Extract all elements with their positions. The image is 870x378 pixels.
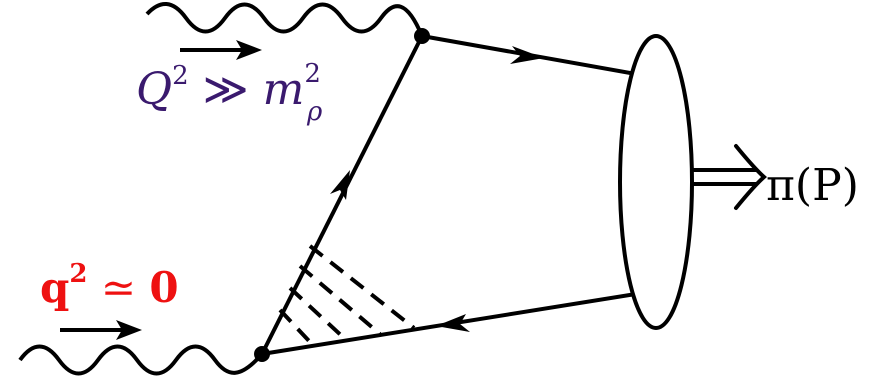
upper-momentum-arrow-icon (180, 40, 262, 60)
lower-photon-wavy-line (18, 344, 264, 376)
pion-label: π(P) (766, 160, 859, 211)
upper-photon-wavy-line (145, 2, 424, 37)
vertex-top (414, 28, 430, 44)
top-line-arrow-icon (510, 46, 544, 64)
pion-blob (618, 34, 694, 330)
diagonal-arrow-icon (330, 170, 350, 200)
gluon-dashed-lines (278, 244, 416, 344)
lower-photon-label: q2 ≃ 0 (40, 259, 179, 312)
lower-momentum-arrow-icon (60, 320, 142, 340)
vertex-bottom (254, 346, 270, 362)
quark-propagator-diagonal (260, 35, 424, 355)
double-right-arrow-icon (692, 144, 767, 210)
bottom-line-arrow-icon (436, 314, 470, 332)
